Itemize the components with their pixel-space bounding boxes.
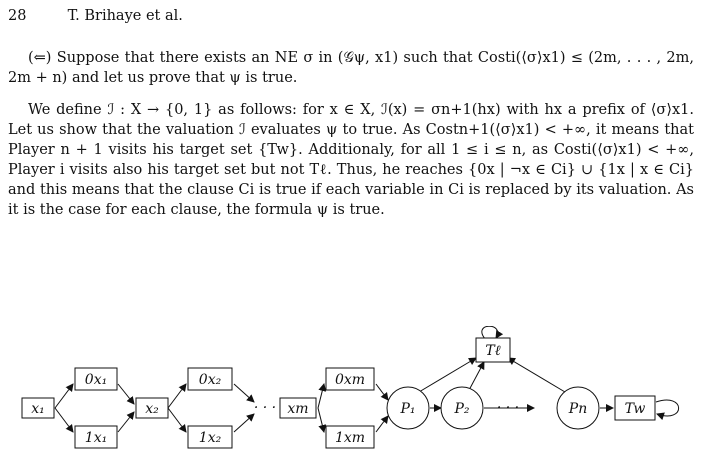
ellipsis-pn: · · · [497,400,519,416]
paragraph-2-text: We define ℐ : X → {0, 1} as follows: for… [8,102,694,218]
node-Tl-label: Tℓ [485,343,500,359]
paragraph-proof-direction: (⇐) Suppose that there exists an NE σ in… [8,48,694,88]
node-Tw-label: Tw [625,401,646,417]
node-P2-circle [440,386,484,430]
node-0xm-label: 0xm [335,372,365,388]
node-x2-label: x₂ [145,401,159,417]
game-graph-figure: x₁ 0x₁ 1x₁ x₂ 0x₂ 1x₂ · · · xm 0xm 1xm P… [21,326,680,449]
node-0x2-box [187,367,233,391]
node-Pn-label: Pn [568,401,587,417]
running-title: T. Brihaye et al. [67,8,183,24]
node-P2-label: P₂ [453,401,469,417]
node-0xm-box [325,367,375,391]
node-1x2-box [187,425,233,449]
page-number: 28 [8,8,27,24]
node-x1-box [21,397,55,419]
node-Tl-box [475,337,511,363]
ellipsis-xm: · · · [254,400,276,416]
paragraph-1-text: (⇐) Suppose that there exists an NE σ in… [8,50,694,86]
node-Tw-box [614,395,656,421]
node-xm-box [279,397,317,419]
node-0x2-label: 0x₂ [199,372,222,388]
node-1x1-label: 1x₁ [85,430,107,446]
paragraph-valuation: We define ℐ : X → {0, 1} as follows: for… [8,100,694,220]
node-1x2-label: 1x₂ [199,430,222,446]
node-P1-label: P₁ [399,401,415,417]
node-Pn-circle [556,386,600,430]
node-1xm-label: 1xm [335,430,365,446]
node-P1-circle [386,386,430,430]
node-0x1-label: 0x₁ [85,372,107,388]
node-x2-box [135,397,169,419]
node-0x1-box [74,367,118,391]
node-1x1-box [74,425,118,449]
node-xm-label: xm [287,401,308,417]
node-x1-label: x₁ [31,401,45,417]
page-header: 28 T. Brihaye et al. [8,8,183,24]
node-1xm-box [325,425,375,449]
